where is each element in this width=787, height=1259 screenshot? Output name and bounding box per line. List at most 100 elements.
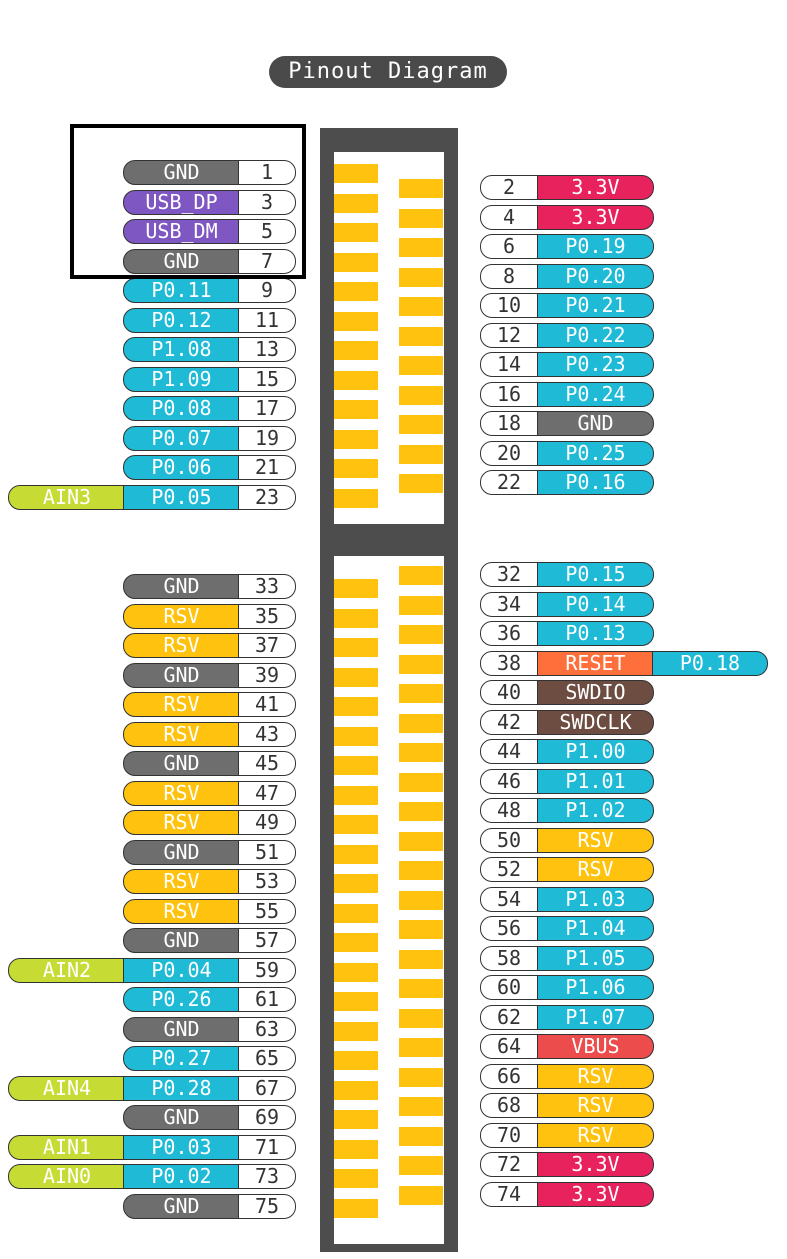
connector-pad (334, 459, 378, 478)
connector-pad (399, 326, 443, 346)
pin-name-label: P0.04 (123, 957, 240, 983)
pin-number: 48 (480, 798, 538, 823)
pin-name-label: P0.26 (123, 987, 240, 1012)
pin-name-label: RSV (123, 721, 240, 747)
pin-number: 74 (480, 1181, 538, 1207)
pin-name-label: SWDCLK (537, 709, 654, 735)
connector-pad (399, 979, 443, 998)
connector-pad (399, 444, 443, 464)
connector-pad (399, 625, 443, 644)
connector-pad (334, 874, 378, 893)
pin-name-label: P0.06 (123, 455, 240, 480)
pin-number: 67 (238, 1075, 296, 1101)
pin-number: 10 (480, 293, 538, 318)
pin-name-label: 3.3V (537, 1152, 654, 1177)
connector-pad (399, 772, 443, 792)
connector-pad (399, 713, 443, 733)
connector-pad (334, 903, 378, 923)
pin-name-label: P0.22 (537, 322, 654, 348)
connector-pad (334, 429, 378, 449)
connector-pad (399, 654, 443, 674)
pin-number: 39 (238, 662, 296, 688)
pin-name-label: P1.02 (537, 798, 654, 823)
pin-alt-label: AIN4 (8, 1075, 126, 1101)
pin-number: 63 (238, 1016, 296, 1042)
pin-number: 1 (238, 160, 296, 185)
pin-number: 49 (238, 810, 296, 835)
connector-pad (399, 238, 443, 257)
pin-name-label: 3.3V (537, 175, 654, 200)
pin-number: 38 (480, 650, 538, 676)
pin-number: 21 (238, 455, 296, 480)
pin-name-label: P0.25 (537, 440, 654, 466)
pin-name-label: P0.21 (537, 293, 654, 318)
pin-name-label: RSV (123, 603, 240, 629)
pin-name-label: USB_DP (123, 189, 240, 215)
pin-alt-label: P0.18 (652, 650, 768, 676)
connector-pad (334, 370, 378, 390)
pin-name-label: P0.16 (537, 470, 654, 495)
connector-pad (399, 1156, 443, 1175)
pin-number: 14 (480, 352, 538, 377)
pin-name-label: P0.13 (537, 621, 654, 646)
pin-name-label: P0.23 (537, 352, 654, 377)
pin-number: 75 (238, 1193, 296, 1219)
connector-pad (334, 1051, 378, 1070)
pin-number: 47 (238, 780, 296, 806)
connector-pad (334, 252, 378, 272)
pin-number: 71 (238, 1134, 296, 1160)
pin-name-label: RSV (537, 1093, 654, 1118)
pin-number: 60 (480, 975, 538, 1000)
pin-number: 45 (238, 751, 296, 776)
connector-pad (334, 1080, 378, 1100)
connector-pad (334, 608, 378, 628)
pin-number: 66 (480, 1063, 538, 1089)
pin-name-label: P1.09 (123, 366, 240, 392)
pin-name-label: P1.01 (537, 768, 654, 794)
pin-name-label: GND (123, 751, 240, 776)
connector-pad (399, 297, 443, 316)
highlight-box (70, 124, 306, 279)
connector-pad (399, 831, 443, 851)
connector-pad (399, 1097, 443, 1116)
pin-number: 61 (238, 987, 296, 1012)
pin-name-label: GND (123, 1193, 240, 1219)
pin-number: 37 (238, 633, 296, 658)
pin-name-label: P1.03 (537, 886, 654, 912)
pin-number: 8 (480, 263, 538, 289)
pin-name-label: RSV (123, 898, 240, 924)
connector-pad (334, 311, 378, 331)
connector-pad (334, 1198, 378, 1218)
connector-pad (399, 595, 443, 615)
pin-name-label: P0.20 (537, 263, 654, 289)
pin-name-label: P0.28 (123, 1075, 240, 1101)
pin-number: 19 (238, 425, 296, 451)
connector-pad (334, 400, 378, 419)
pin-number: 46 (480, 768, 538, 794)
pin-number: 59 (238, 957, 296, 983)
pin-number: 44 (480, 739, 538, 764)
connector-pad (399, 890, 443, 910)
pin-name-label: RESET (537, 650, 654, 676)
pin-name-label: P0.07 (123, 425, 240, 451)
pin-name-label: 3.3V (537, 204, 654, 230)
connector-pad (399, 385, 443, 405)
connector-pad (399, 743, 443, 762)
pin-number: 36 (480, 621, 538, 646)
pin-number: 22 (480, 470, 538, 495)
pin-name-label: SWDIO (537, 680, 654, 705)
pin-number: 3 (238, 189, 296, 215)
connector-pad (399, 566, 443, 585)
connector-pad (399, 356, 443, 375)
pin-name-label: GND (123, 574, 240, 599)
pin-number: 55 (238, 898, 296, 924)
pin-number: 41 (238, 692, 296, 717)
pin-name-label: P0.11 (123, 278, 240, 303)
connector-pad (399, 1126, 443, 1146)
connector-pad (334, 667, 378, 687)
pin-name-label: RSV (123, 692, 240, 717)
pin-number: 69 (238, 1105, 296, 1130)
pin-number: 70 (480, 1122, 538, 1148)
connector-pad (334, 223, 378, 242)
pin-name-label: GND (123, 1105, 240, 1130)
